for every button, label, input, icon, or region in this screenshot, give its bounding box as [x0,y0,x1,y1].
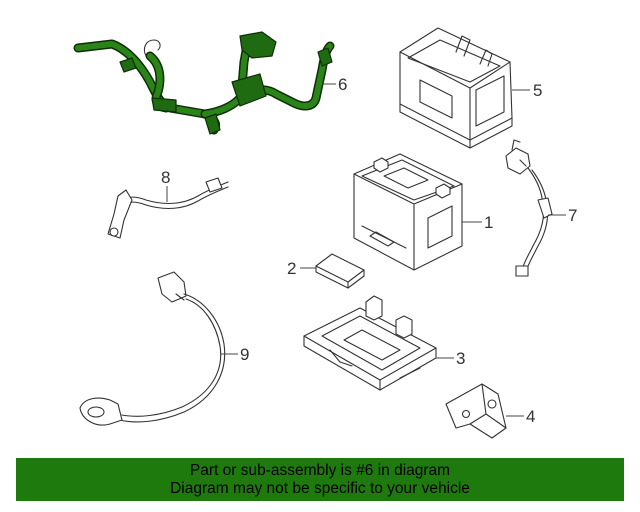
callout-1: 1 [484,213,493,232]
callout-5: 5 [533,81,542,100]
callout-7: 7 [568,206,577,225]
part-3-battery-tray[interactable] [303,295,454,391]
callout-6: 6 [338,75,347,94]
banner-line-part-info: Part or sub-assembly is #6 in diagram [189,461,451,479]
part-5-battery-box[interactable] [399,27,530,149]
callout-2: 2 [287,259,296,278]
info-banner: Part or sub-assembly is #6 in diagram Di… [16,458,624,501]
part-4-bracket[interactable] [445,383,524,439]
part-9-negative-cable[interactable] [79,271,238,426]
part-1-battery[interactable] [353,153,482,271]
part-7-battery-cable[interactable] [505,139,566,277]
callout-4: 4 [526,407,535,426]
callout-8: 8 [161,168,170,187]
callout-3: 3 [456,349,465,368]
part-8-ground-cable[interactable] [107,177,229,239]
banner-line-disclaimer: Diagram may not be specific to your vehi… [170,479,470,497]
callout-9: 9 [240,345,249,364]
part-2-battery-pad[interactable] [300,253,365,289]
parts-diagram: 6 5 1 7 [73,27,577,439]
part-6-wiring-harness[interactable] [73,31,336,135]
